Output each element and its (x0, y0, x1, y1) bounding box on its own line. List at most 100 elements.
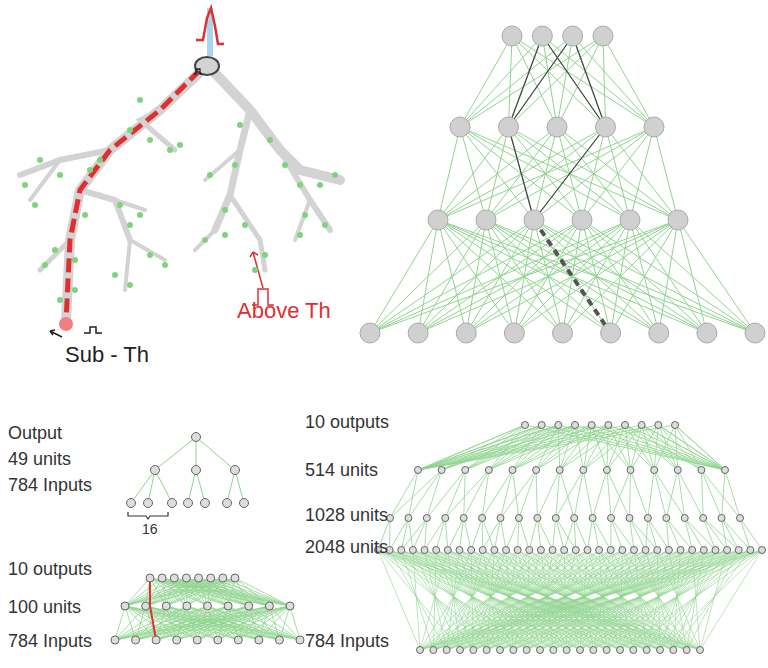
synapse-dot (282, 162, 288, 168)
connection (587, 518, 592, 550)
synapse-dot (97, 157, 103, 163)
connection (540, 550, 762, 650)
unit (697, 647, 704, 654)
synapse-dot (137, 97, 143, 103)
connection (177, 606, 290, 640)
unit (438, 467, 445, 474)
connection (389, 518, 390, 550)
connection (218, 606, 290, 640)
unit (231, 574, 239, 582)
unit (360, 323, 380, 343)
unit (456, 547, 463, 554)
connection (529, 518, 537, 550)
unit (296, 636, 304, 644)
connection (556, 470, 584, 518)
unit (620, 210, 640, 230)
connection (427, 470, 442, 518)
unit (537, 547, 544, 554)
layer-label: 49 units (8, 450, 71, 468)
connection (227, 470, 235, 503)
connection (418, 425, 592, 470)
synapse-dot (202, 237, 208, 243)
connection (401, 550, 433, 650)
connection (509, 36, 513, 127)
connection (654, 127, 678, 220)
connection (611, 220, 678, 333)
synapse-dot (87, 167, 93, 173)
synapse-dot (72, 257, 78, 263)
connection (685, 518, 716, 550)
unit (549, 547, 556, 554)
unit (223, 499, 232, 508)
unit (450, 117, 470, 137)
connection (519, 518, 529, 550)
unit (214, 636, 222, 644)
unit (522, 422, 529, 429)
connection (438, 127, 557, 220)
unit (240, 499, 249, 508)
connection (519, 470, 536, 518)
connection (534, 127, 606, 220)
unit (127, 499, 136, 508)
unit (514, 547, 521, 554)
synapse-dot (42, 262, 48, 268)
connection (703, 518, 739, 550)
unit (286, 602, 294, 610)
connection (445, 470, 489, 518)
connection (678, 470, 703, 518)
connection (420, 550, 448, 650)
unit (503, 547, 510, 554)
unit (132, 636, 140, 644)
connection (514, 220, 678, 333)
connection (425, 518, 446, 550)
unit (745, 323, 765, 343)
connection (611, 518, 622, 550)
connection (188, 470, 196, 503)
connection (675, 425, 725, 470)
connection (500, 550, 762, 650)
connection (629, 518, 657, 550)
connection (557, 36, 573, 127)
unit (491, 547, 498, 554)
unit (462, 467, 469, 474)
synapse-dot (72, 287, 78, 293)
connection (593, 550, 680, 650)
unit (231, 466, 240, 475)
connection (460, 127, 678, 220)
connection (401, 518, 427, 550)
connection (610, 518, 611, 550)
connection (534, 220, 611, 333)
unit (638, 422, 645, 429)
connection (648, 518, 657, 550)
unit (552, 515, 559, 522)
unit (398, 547, 405, 554)
connection (659, 220, 678, 333)
connection (500, 550, 692, 650)
unit (724, 547, 731, 554)
connection (186, 578, 290, 606)
unit (547, 117, 567, 137)
unit (193, 636, 201, 644)
unit (265, 602, 273, 610)
connection (542, 425, 725, 470)
layer-label: 514 units (305, 461, 378, 479)
connection (370, 220, 486, 333)
unit (444, 547, 451, 554)
connection (460, 36, 512, 127)
connection (486, 127, 654, 220)
connection (500, 550, 622, 650)
connection (436, 518, 445, 550)
connection (418, 425, 575, 470)
connection (464, 470, 466, 518)
connection (155, 470, 172, 503)
connection (512, 36, 654, 127)
unit (563, 647, 570, 654)
unit (571, 515, 578, 522)
connection (413, 550, 700, 650)
connection (580, 550, 727, 650)
connection (420, 550, 483, 650)
connection (238, 606, 290, 640)
synapse-dot (112, 272, 118, 278)
connection (370, 220, 534, 333)
